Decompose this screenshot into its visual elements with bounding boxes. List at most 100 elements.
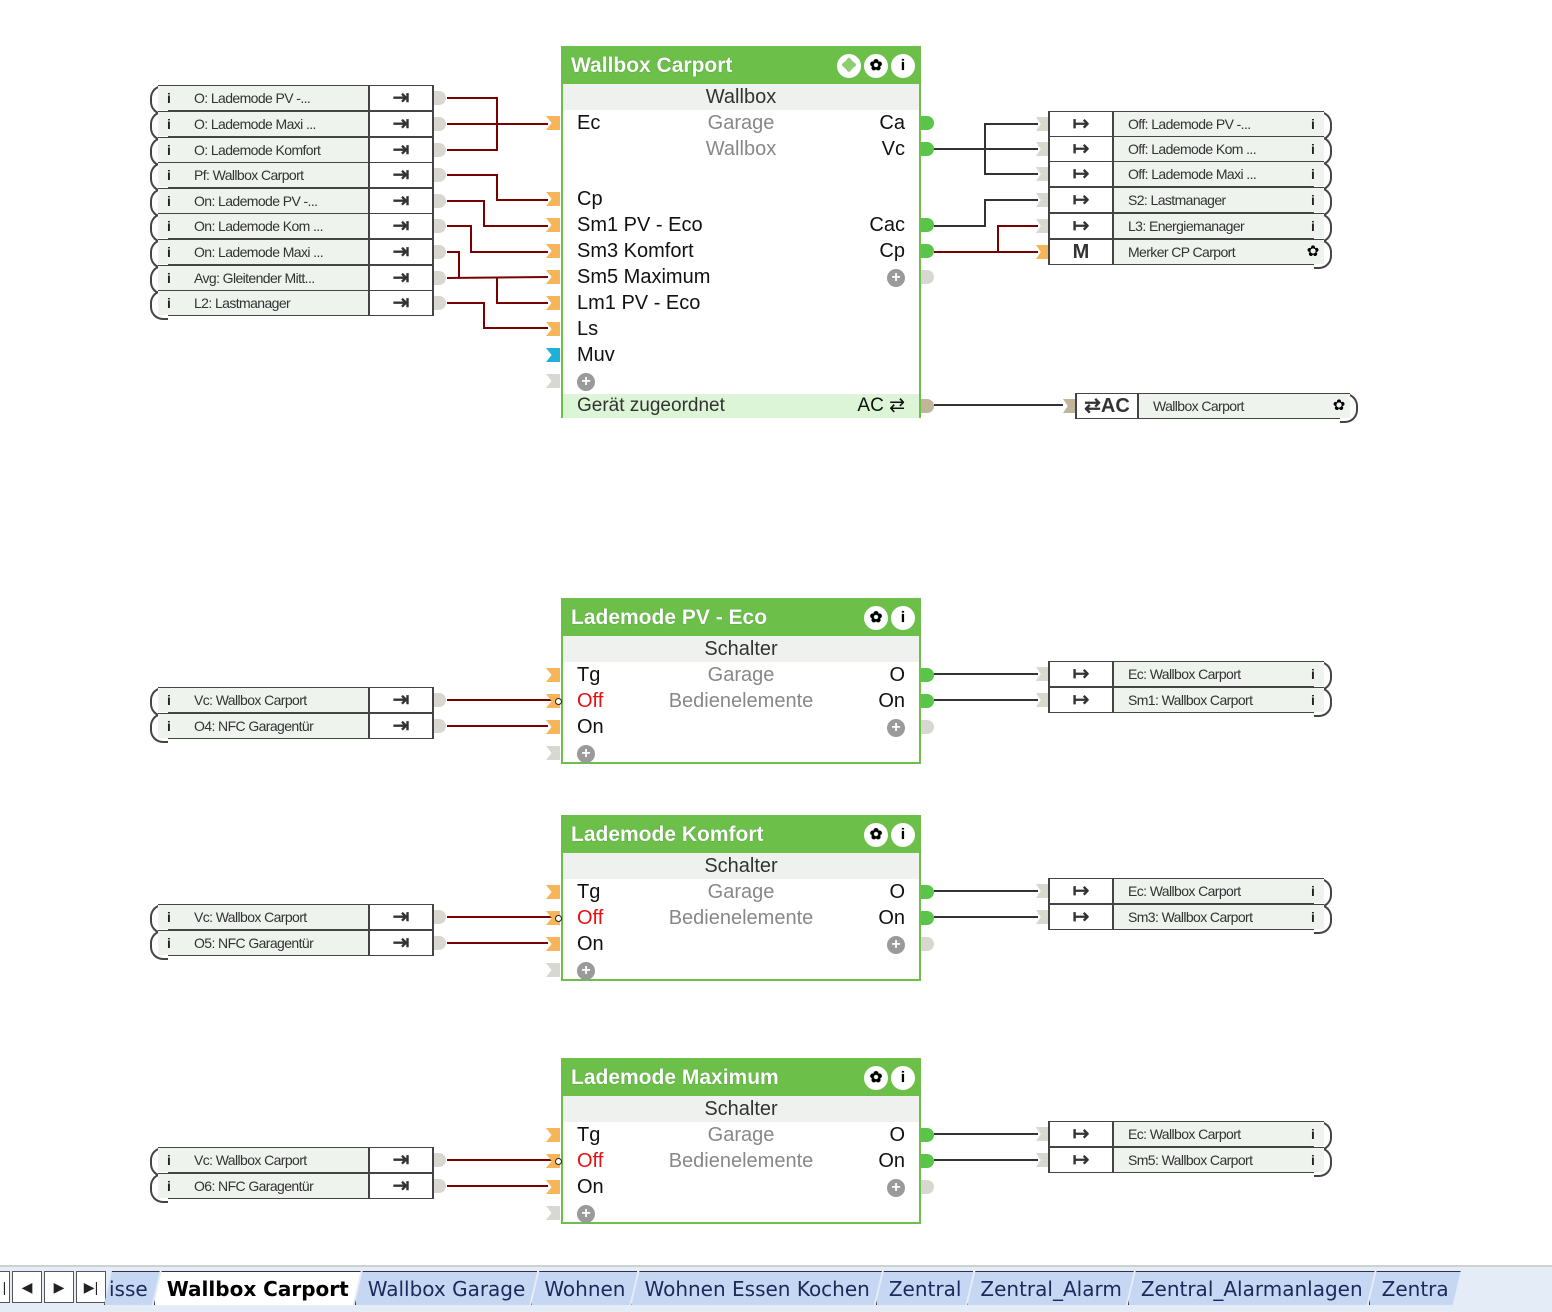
input-pin-tg[interactable] <box>546 668 560 682</box>
info-icon[interactable]: i <box>1302 188 1324 212</box>
input-ref[interactable]: i Pf: Wallbox Carport ⇥ <box>150 162 446 192</box>
output-pin-on[interactable] <box>921 694 934 708</box>
info-icon[interactable]: i <box>158 86 180 110</box>
input-pin-empty[interactable] <box>546 746 560 760</box>
block-wallbox-carport[interactable]: Wallbox Carport ✥ ✿ i Wallbox Ec Garage … <box>546 46 934 418</box>
input-pin-ec[interactable] <box>546 116 560 130</box>
info-icon[interactable]: i <box>158 931 180 955</box>
input-pin-muv[interactable] <box>546 348 560 362</box>
input-ref[interactable]: i On: Lademode PV -... ⇥ <box>150 188 446 218</box>
sheet-tab[interactable]: Wohnen Essen Kochen <box>631 1271 881 1305</box>
input-pin[interactable] <box>1036 245 1048 259</box>
sheet-tab[interactable]: Wohnen <box>531 1271 637 1305</box>
device-ref[interactable]: ⇄AC Wallbox Carport ✿ <box>1063 393 1358 423</box>
output-pin[interactable] <box>434 117 446 131</box>
gear-icon[interactable]: ✿ <box>864 823 888 847</box>
gear-icon[interactable]: ✿ <box>864 54 888 78</box>
input-ref[interactable]: i O: Lademode Maxi ... ⇥ <box>150 111 446 141</box>
sheet-tab[interactable]: Zentra <box>1369 1271 1461 1305</box>
block-switch[interactable]: Lademode PV - Eco ✿ i Schalter Tg Garage… <box>546 598 934 766</box>
input-pin[interactable] <box>1036 142 1048 156</box>
info-icon[interactable]: i <box>158 1148 180 1172</box>
output-ref[interactable]: ↦ L3: Energiemanager i <box>1036 213 1332 243</box>
input-ref[interactable]: i O: Lademode Komfort ⇥ <box>150 137 446 167</box>
info-icon[interactable]: i <box>1302 662 1324 686</box>
info-icon[interactable]: i <box>1302 214 1324 238</box>
info-icon[interactable]: i <box>158 688 180 712</box>
output-pin[interactable] <box>434 910 446 924</box>
output-pin-on[interactable] <box>921 1154 934 1168</box>
add-input-button[interactable]: + <box>577 368 595 394</box>
add-output-button[interactable]: + <box>887 931 905 957</box>
sheet-tab[interactable]: Zentral_Alarmanlagen <box>1128 1271 1375 1305</box>
input-pin-empty[interactable] <box>546 1206 560 1220</box>
block-header[interactable]: Lademode PV - Eco ✿ i <box>563 600 919 636</box>
output-pin[interactable] <box>434 271 446 285</box>
wire[interactable] <box>447 97 498 151</box>
wire[interactable] <box>984 149 1038 175</box>
add-input-button[interactable]: + <box>577 1200 595 1226</box>
input-pin[interactable] <box>1036 884 1048 898</box>
input-pin[interactable] <box>1036 693 1048 707</box>
input-pin[interactable] <box>1036 117 1048 131</box>
wire[interactable] <box>934 199 1038 227</box>
output-pin[interactable] <box>434 194 446 208</box>
output-pin[interactable] <box>434 1153 446 1167</box>
output-ref[interactable]: M Merker CP Carport ✿ <box>1036 239 1332 269</box>
input-pin[interactable] <box>1036 167 1048 181</box>
input-pin-tg[interactable] <box>546 1128 560 1142</box>
input-ref[interactable]: i Vc: Wallbox Carport ⇥ <box>150 687 446 717</box>
input-pin[interactable] <box>1036 667 1048 681</box>
info-icon[interactable]: i <box>158 905 180 929</box>
output-pin-vc[interactable] <box>921 142 934 156</box>
info-icon[interactable]: i <box>158 291 180 315</box>
output-ref[interactable]: ↦ Sm3: Wallbox Carport i <box>1036 904 1332 934</box>
output-ref[interactable]: ↦ Sm1: Wallbox Carport i <box>1036 687 1332 717</box>
info-icon[interactable]: i <box>158 163 180 187</box>
output-pin-cp[interactable] <box>921 244 934 258</box>
input-pin-cp[interactable] <box>546 192 560 206</box>
info-icon[interactable]: i <box>158 1174 180 1198</box>
add-output-button[interactable]: + <box>887 1174 905 1200</box>
info-icon[interactable]: i <box>1302 688 1324 712</box>
info-icon[interactable]: i <box>158 189 180 213</box>
output-pin[interactable] <box>434 219 446 233</box>
wire[interactable] <box>447 302 548 329</box>
wire[interactable] <box>447 200 548 227</box>
add-input-button[interactable]: + <box>577 740 595 766</box>
input-pin-on[interactable] <box>546 1180 560 1194</box>
input-pin-on[interactable] <box>546 720 560 734</box>
sheet-tab[interactable]: Wallbox Carport <box>154 1271 361 1305</box>
output-pin[interactable] <box>434 91 446 105</box>
wire[interactable] <box>934 123 1038 150</box>
output-pin[interactable] <box>434 719 446 733</box>
info-icon[interactable]: i <box>1302 1122 1324 1146</box>
info-icon[interactable]: i <box>1302 1148 1324 1172</box>
info-icon[interactable]: i <box>158 240 180 264</box>
input-ref[interactable]: i O6: NFC Garagentür ⇥ <box>150 1173 446 1203</box>
info-icon[interactable]: i <box>1302 137 1324 161</box>
input-pin[interactable] <box>1036 1153 1048 1167</box>
add-output-button[interactable]: + <box>887 264 905 290</box>
output-pin[interactable] <box>434 143 446 157</box>
input-pin-sm1[interactable] <box>546 218 560 232</box>
output-ref[interactable]: ↦ Off: Lademode Kom ... i <box>1036 136 1332 166</box>
output-pin[interactable] <box>434 1179 446 1193</box>
block-switch[interactable]: Lademode Komfort ✿ i Schalter Tg Garage … <box>546 815 934 981</box>
info-icon[interactable]: i <box>891 823 915 847</box>
nav-next-button[interactable]: ▶ <box>44 1271 74 1303</box>
output-pin-o[interactable] <box>921 885 934 899</box>
add-output-button[interactable]: + <box>887 714 905 740</box>
info-icon[interactable]: i <box>891 606 915 630</box>
output-pin-empty[interactable] <box>921 720 934 734</box>
output-pin-cac[interactable] <box>921 218 934 232</box>
wire[interactable] <box>446 276 549 279</box>
wire[interactable] <box>997 225 1038 252</box>
sheet-tab[interactable]: Zentral <box>876 1271 974 1305</box>
block-header[interactable]: Lademode Maximum ✿ i <box>563 1060 919 1096</box>
block-header[interactable]: Lademode Komfort ✿ i <box>563 817 919 853</box>
output-ref[interactable]: ↦ Off: Lademode Maxi ... i <box>1036 161 1332 191</box>
sheet-tab[interactable]: isse <box>104 1271 160 1305</box>
nav-prev-button[interactable]: ◀ <box>12 1271 42 1303</box>
wire[interactable] <box>447 251 460 277</box>
